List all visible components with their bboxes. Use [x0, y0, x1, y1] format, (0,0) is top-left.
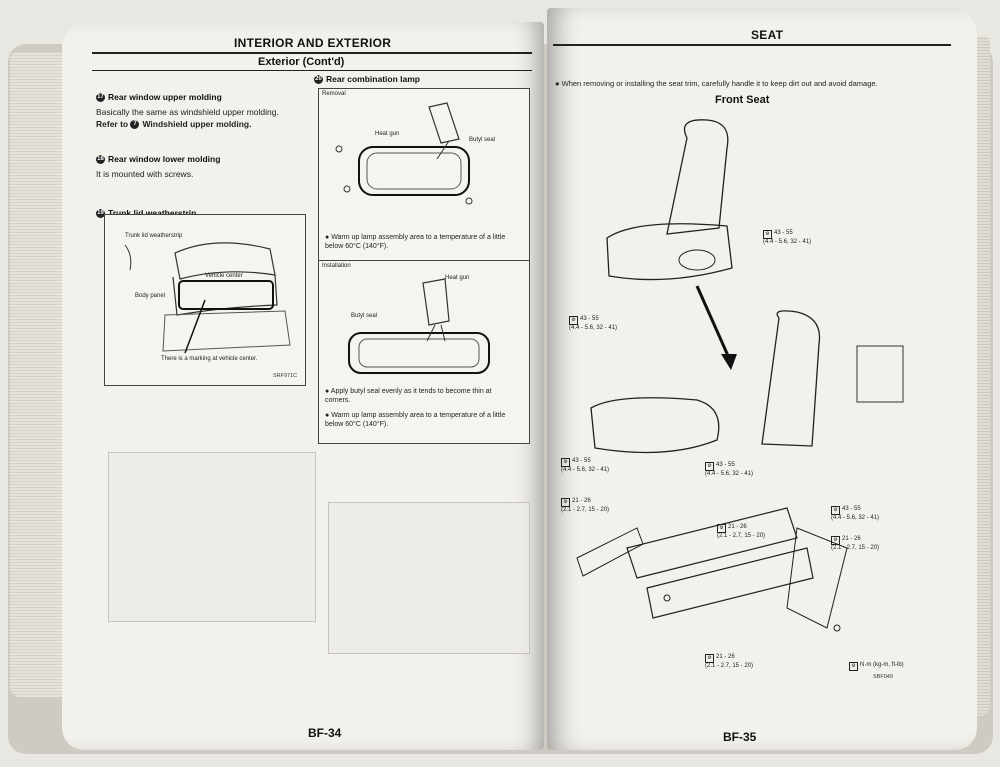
- ref-number: 7: [130, 120, 140, 130]
- section-header: INTERIOR AND EXTERIOR: [234, 36, 392, 50]
- removal-bullet: ● Warm up lamp assembly area to a temper…: [325, 234, 506, 250]
- torque-wrench-icon: ⚙: [561, 498, 570, 507]
- torque-9: ⚙21 - 26(2.1 - 2.7, 15 - 20): [705, 654, 754, 669]
- item-17-number: 17: [96, 93, 105, 103]
- torque-wrench-icon: ⚙: [569, 316, 578, 325]
- lamp-installation-drawing: [348, 278, 490, 374]
- trunk-label-vehicle-center: Vehicle center: [205, 273, 243, 279]
- right-page: SEAT ● When removing or installing the s…: [547, 8, 977, 750]
- torque-wrench-icon: ⚙: [705, 654, 714, 663]
- torque-7: ⚙21 - 26(2.1 - 2.7, 15 - 20): [717, 524, 766, 539]
- item-18-number: 18: [96, 155, 105, 165]
- item-19-title-text: Trunk lid weatherstrip: [108, 208, 197, 218]
- faint-weatherstrip-figure: [328, 502, 530, 654]
- left-page-edges: [10, 52, 70, 697]
- removal-part-butyl-seal: Butyl seal: [469, 137, 496, 143]
- item-20-number: 20: [314, 75, 323, 85]
- torque-wrench-icon: ⚙: [763, 230, 772, 239]
- trunk-label-marking: There is a marking at vehicle center.: [161, 356, 258, 362]
- item-17-text: Basically the same as windshield upper m…: [96, 106, 336, 130]
- front-seat-exploded-diagram: [576, 119, 904, 632]
- subheader-rule: [92, 70, 532, 71]
- lamp-removal-drawing: [335, 102, 473, 205]
- item-18-text: It is mounted with screws.: [96, 169, 194, 179]
- lamp-removal-figure: Removal Heat gun Butyl seal ● Warm up la…: [318, 88, 530, 262]
- installation-part-heat-gun: Heat gun: [445, 275, 470, 281]
- torque-wrench-icon: ⚙: [849, 662, 858, 671]
- trunk-label-weatherstrip: Trunk lid weatherstrip: [125, 233, 183, 239]
- subheader: Exterior (Cont'd): [258, 56, 345, 68]
- front-seat-title: Front Seat: [715, 94, 770, 106]
- trunk-label-body-panel: Body panel: [135, 293, 166, 299]
- installation-bullet-1: ● Apply butyl seal evenly as it tends to…: [325, 388, 492, 404]
- torque-6: ⚙21 - 26(2.1 - 2.7, 15 - 20): [561, 498, 610, 513]
- torque-wrench-icon: ⚙: [831, 536, 840, 545]
- header-rule: [92, 52, 532, 54]
- item-20-title-text: Rear combination lamp: [326, 74, 420, 84]
- installation-label: Installation: [322, 263, 351, 269]
- torque-1: ⚙43 - 55(4.4 - 5.6, 32 - 41): [763, 230, 812, 245]
- removal-part-heat-gun: Heat gun: [375, 131, 400, 137]
- left-page: INTERIOR AND EXTERIOR Exterior (Cont'd) …: [62, 22, 544, 750]
- unit-note: ⚙N·m (kg-m, ft-lb): [849, 662, 904, 671]
- item-18-title-text: Rear window lower molding: [108, 154, 221, 164]
- faint-door-seal-figure: [108, 452, 316, 622]
- trunk-figure-code: SRF971C: [273, 373, 298, 379]
- seat-handling-note: ● When removing or installing the seat t…: [555, 79, 878, 88]
- torque-wrench-icon: ⚙: [705, 462, 714, 471]
- installation-part-butyl-seal: Butyl seal: [351, 313, 378, 319]
- seat-figure-code: SBF049: [873, 674, 893, 680]
- torque-wrench-icon: ⚙: [561, 458, 570, 467]
- trunk-lid-figure: Trunk lid weatherstrip Vehicle center Bo…: [104, 214, 306, 386]
- installation-bullet-2: ● Warm up lamp assembly area to a temper…: [325, 412, 506, 428]
- torque-3: ⚙43 - 55(4.4 - 5.6, 32 - 41): [561, 458, 610, 473]
- section-header-seat: SEAT: [751, 28, 784, 42]
- torque-4: ⚙43 - 55(4.4 - 5.6, 32 - 41): [705, 462, 754, 477]
- torque-wrench-icon: ⚙: [717, 524, 726, 533]
- torque-5: ⚙43 - 55(4.4 - 5.6, 32 - 41): [831, 506, 880, 521]
- seat-header-rule: [553, 44, 951, 46]
- torque-8: ⚙21 - 26(2.1 - 2.7, 15 - 20): [831, 536, 880, 551]
- removal-label: Removal: [322, 91, 346, 97]
- torque-2: ⚙43 - 55(4.4 - 5.6, 32 - 41): [569, 316, 618, 331]
- item-17-title-text: Rear window upper molding: [108, 92, 222, 102]
- item-17-line-1: Basically the same as windshield upper m…: [96, 107, 279, 117]
- page-number-left: BF-34: [308, 726, 342, 740]
- trunk-drawing: [124, 242, 291, 354]
- page-number-right: BF-35: [723, 730, 757, 744]
- lamp-installation-figure: Installation Heat gun Butyl seal ● Apply…: [318, 260, 530, 444]
- item-19-number: 19: [96, 209, 105, 219]
- torque-wrench-icon: ⚙: [831, 506, 840, 515]
